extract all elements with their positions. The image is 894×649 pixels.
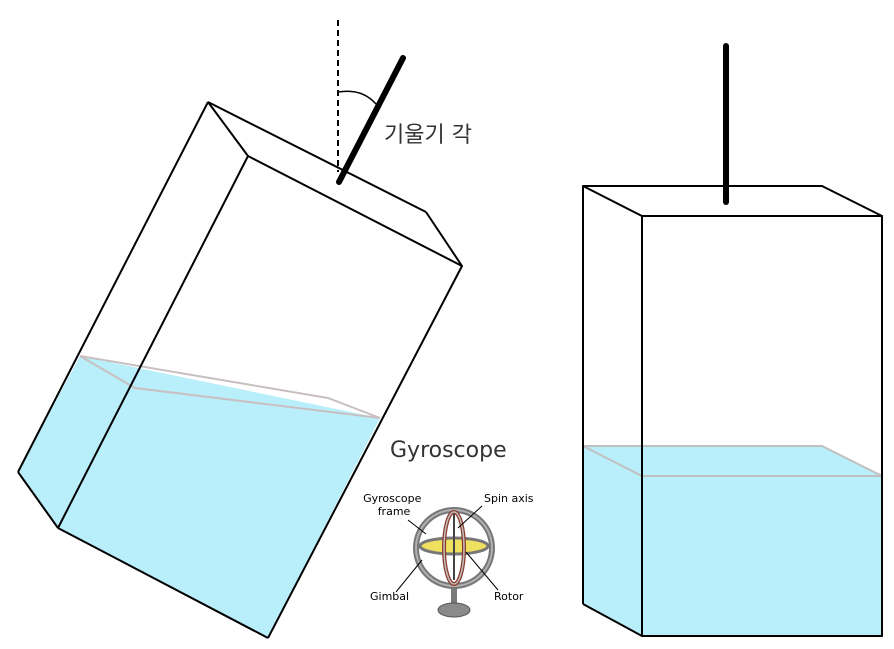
tilted-tank-front-right-edge — [267, 265, 463, 639]
tilted-rod — [336, 55, 406, 185]
tilted-water-body — [18, 356, 380, 638]
tilt-angle-label: 기울기 각 — [384, 123, 472, 148]
tilted-tank-bottom-front-edge — [57, 527, 269, 639]
tilt-angle-arc — [337, 90, 377, 105]
spin-axis-callout-line — [457, 505, 483, 529]
spin-axis-label: Spin axis — [484, 492, 534, 505]
upright-water-body — [583, 446, 882, 636]
upright-tank-top-face — [582, 185, 883, 217]
frame-callout-line — [407, 519, 427, 535]
upright-tank-front-face — [641, 215, 883, 637]
upright-tank-bottom-left-edge — [582, 603, 643, 637]
gyroscope-stand-post — [451, 585, 457, 607]
gyroscope-stand-base — [437, 602, 471, 618]
gyroscope-frame-label: Gyroscope frame — [363, 492, 425, 518]
tilted-tank-bottom-left-edge — [17, 471, 59, 529]
upright-tank — [582, 43, 883, 637]
tilted-water-surface-front — [79, 355, 381, 419]
gimbal-callout-line — [395, 559, 423, 593]
tilted-tank-front-left-edge — [57, 155, 249, 529]
rotor-callout-line — [465, 551, 499, 591]
tilted-tank-top-edge — [207, 101, 463, 267]
gyroscope-title: Gyroscope — [390, 438, 507, 463]
tilted-tank-back-top-edge — [207, 101, 427, 213]
tilted-water-surface-back — [79, 355, 381, 419]
tilted-tank — [17, 20, 463, 639]
tilted-tank-back-left-edge — [17, 101, 209, 473]
gimbal-label: Gimbal — [370, 590, 409, 603]
rotor-label: Rotor — [494, 590, 524, 603]
gyroscope-icon — [413, 507, 495, 618]
